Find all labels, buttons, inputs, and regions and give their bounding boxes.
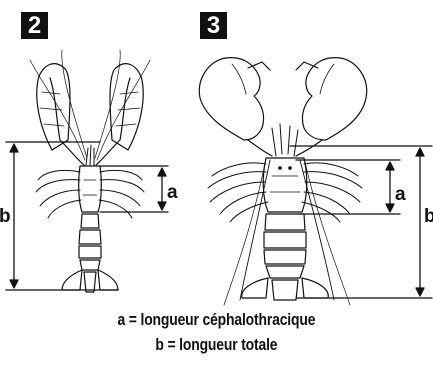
lobster-figure-2 [30, 50, 150, 292]
figure-2-label-a: a [167, 182, 178, 203]
legend-a: a = longueur céphalothracique [39, 310, 394, 330]
figure-3-label-b: b [424, 206, 433, 227]
measure-lines-figure-3 [290, 146, 432, 298]
measure-lines-figure-2 [6, 142, 168, 290]
legend-b: b = longueur totale [39, 335, 394, 355]
figure-number-2: 2 [21, 12, 48, 39]
lobster-figure-3 [199, 58, 366, 305]
figure-2-label-b: b [0, 206, 11, 227]
figure-number-3: 3 [200, 12, 227, 39]
figure-3-label-a: a [395, 184, 406, 205]
